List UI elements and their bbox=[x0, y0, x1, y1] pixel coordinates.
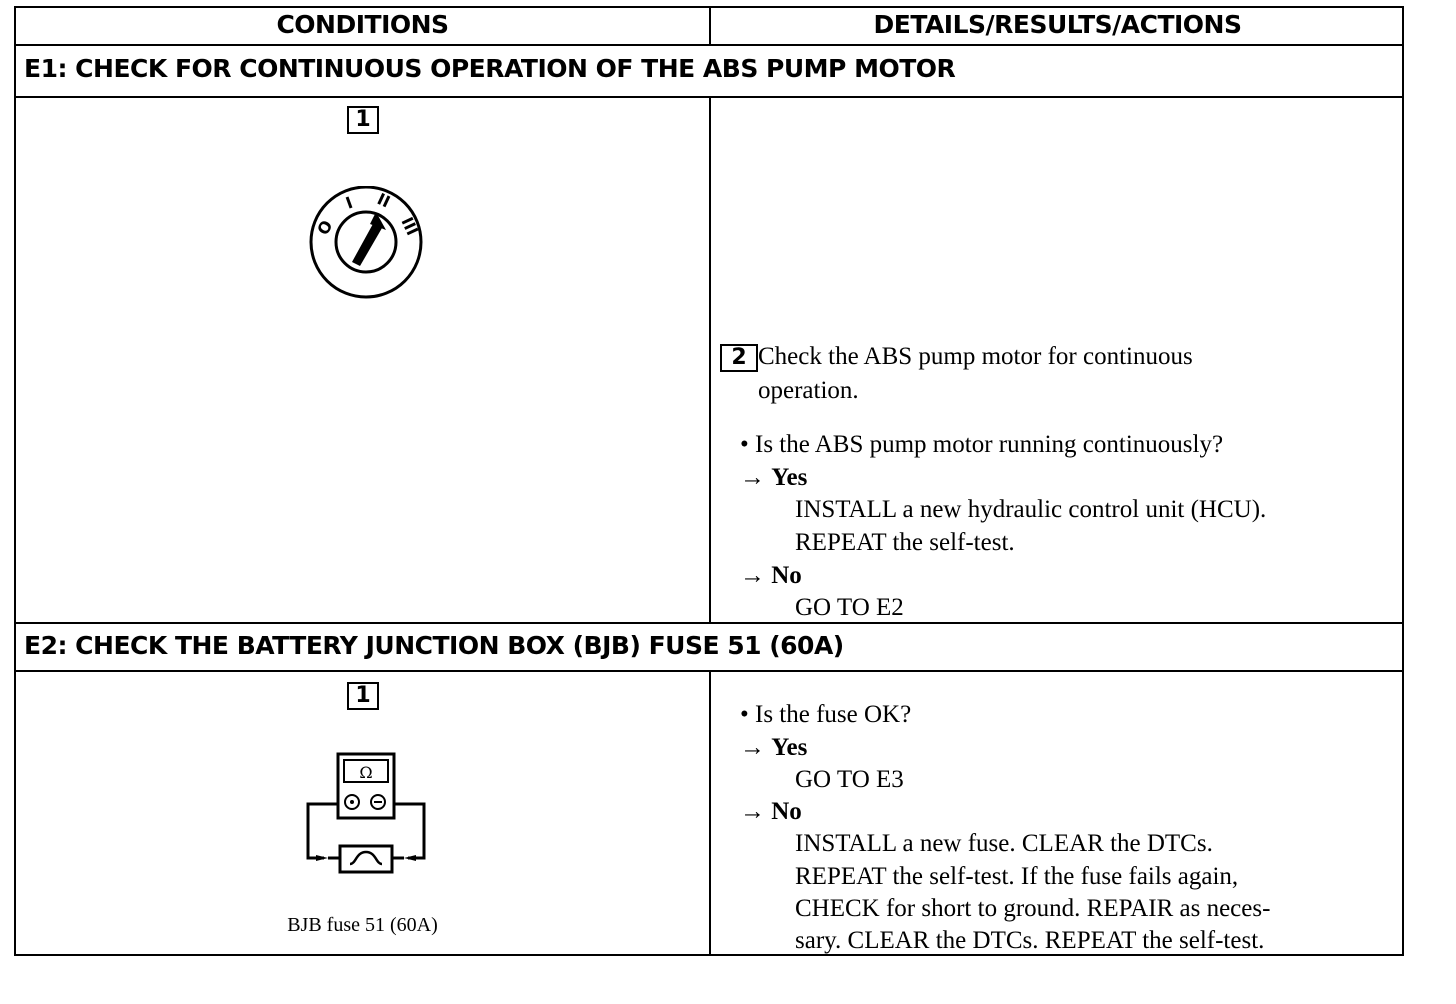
e2-no-line1: INSTALL a new fuse. CLEAR the DTCs. bbox=[795, 830, 1213, 857]
arrow-right-icon: → bbox=[740, 734, 765, 761]
e2-step1-label: 1 bbox=[347, 682, 379, 710]
arrow-right-icon: → bbox=[740, 562, 765, 589]
e1-step1-label: 1 bbox=[347, 106, 379, 134]
column-divider-top bbox=[709, 8, 711, 44]
ohmmeter-fuse-diagram-icon: Ω bbox=[306, 752, 426, 874]
e2-yes-label: Yes bbox=[771, 734, 808, 761]
e1-yes-line1: INSTALL a new hydraulic control unit (HC… bbox=[795, 496, 1267, 523]
e1-step2-line2: operation. bbox=[758, 377, 859, 404]
e2-no-label: No bbox=[771, 798, 802, 825]
e1-step1-box: 1 bbox=[347, 106, 379, 134]
column-divider-e2 bbox=[709, 670, 711, 956]
conditions-header: CONDITIONS bbox=[276, 10, 449, 39]
e1-no-line1: GO TO E2 bbox=[795, 594, 904, 621]
e2-question: • Is the fuse OK? bbox=[740, 701, 912, 728]
e1-no-label: No bbox=[771, 562, 802, 589]
e2-yes-row: → Yes bbox=[740, 731, 807, 764]
e1-title-divider bbox=[16, 96, 1402, 98]
e1-yes-label: Yes bbox=[771, 464, 808, 491]
ignition-switch-icon: O I II III bbox=[309, 186, 423, 299]
e2-title-divider bbox=[16, 670, 1402, 672]
e1-step2-label: 2 bbox=[720, 344, 758, 372]
e2-fuse-caption: BJB fuse 51 (60A) bbox=[287, 914, 438, 936]
diagnostic-table: CONDITIONS DETAILS/RESULTS/ACTIONS E1: C… bbox=[14, 6, 1404, 956]
header-divider bbox=[16, 44, 1402, 46]
e2-section-divider bbox=[16, 622, 1402, 624]
e2-no-line4: sary. CLEAR the DTCs. REPEAT the self-te… bbox=[795, 927, 1265, 954]
e1-no-row: → No bbox=[740, 559, 802, 592]
e2-no-row: → No bbox=[740, 795, 802, 828]
column-divider-e1 bbox=[709, 96, 711, 622]
e1-yes-line2: REPEAT the self-test. bbox=[795, 529, 1015, 556]
meter-ohm-symbol: Ω bbox=[359, 763, 372, 782]
arrow-right-icon: → bbox=[740, 464, 765, 491]
details-header: DETAILS/RESULTS/ACTIONS bbox=[873, 10, 1242, 39]
e1-title: E1: CHECK FOR CONTINUOUS OPERATION OF TH… bbox=[24, 54, 956, 83]
e2-step1-box: 1 bbox=[347, 682, 379, 710]
e2-no-line2: REPEAT the self-test. If the fuse fails … bbox=[795, 863, 1239, 890]
e1-yes-row: → Yes bbox=[740, 461, 807, 494]
e1-question: • Is the ABS pump motor running continuo… bbox=[740, 431, 1224, 458]
e2-title: E2: CHECK THE BATTERY JUNCTION BOX (BJB)… bbox=[24, 631, 844, 660]
arrow-right-icon: → bbox=[740, 798, 765, 825]
e2-no-line3: CHECK for short to ground. REPAIR as nec… bbox=[795, 895, 1271, 922]
e1-step2-text: Check the ABS pump motor for continuous bbox=[758, 343, 1193, 370]
e2-yes-line1: GO TO E3 bbox=[795, 766, 904, 793]
